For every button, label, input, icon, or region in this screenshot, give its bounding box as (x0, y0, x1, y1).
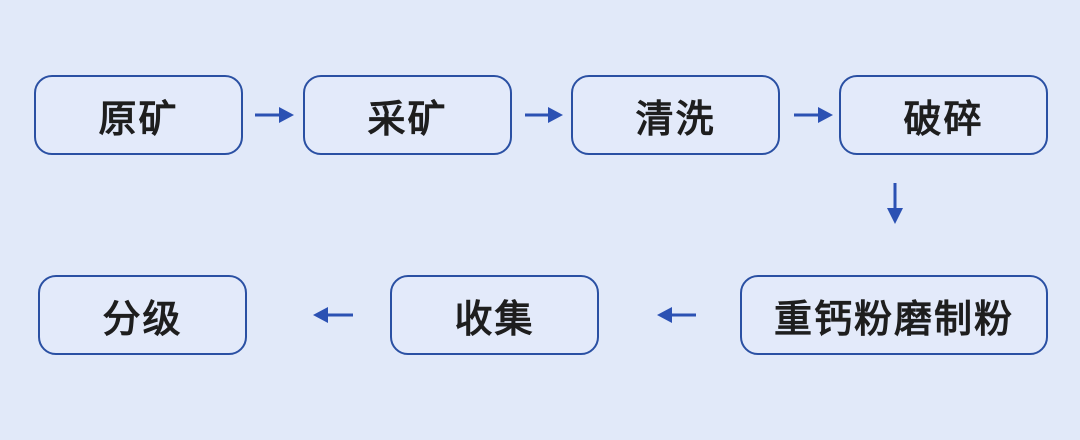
arrow-collection-to-grading (313, 307, 353, 323)
step-label: 重钙粉磨制粉 (773, 296, 1014, 341)
step-raw-ore: 原矿 (34, 75, 243, 155)
step-label: 分级 (102, 296, 183, 341)
step-collection: 收集 (390, 275, 599, 355)
step-mining: 采矿 (303, 75, 512, 155)
step-label: 清洗 (635, 96, 716, 141)
step-label: 破碎 (903, 96, 984, 141)
step-label: 采矿 (367, 96, 448, 141)
arrow-washing-to-crushing (794, 107, 833, 123)
step-label: 收集 (454, 296, 535, 341)
step-grading: 分级 (38, 275, 247, 355)
arrow-mining-to-washing (525, 107, 563, 123)
step-washing: 清洗 (571, 75, 780, 155)
arrow-grinding-to-collection (657, 307, 696, 323)
arrow-raw-ore-to-mining (255, 107, 294, 123)
step-crushing: 破碎 (839, 75, 1048, 155)
arrow-crushing-to-grinding (887, 183, 903, 224)
step-grinding: 重钙粉磨制粉 (740, 275, 1048, 355)
step-label: 原矿 (98, 96, 179, 141)
